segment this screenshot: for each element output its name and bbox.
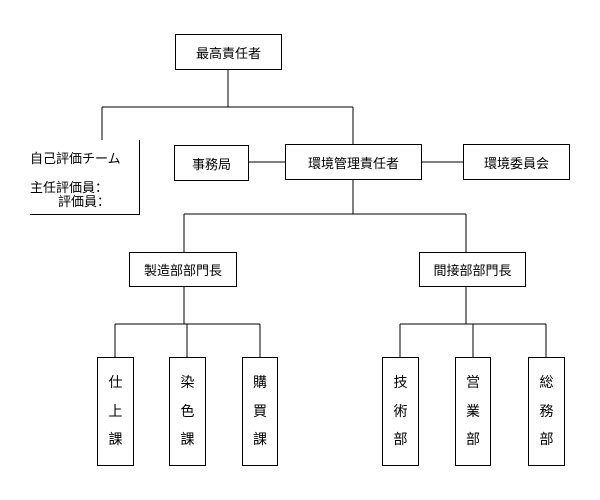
chief-evaluator-label: 主任評価員： [30,181,109,196]
section-koubai-char-1: 購 [253,375,267,392]
manufacturing-head-box: 製造部部門長 [129,252,237,287]
indirect-head-box: 間接部部門長 [419,252,526,287]
indirect-head-label: 間接部部門長 [433,264,512,279]
audit-team-title: 自己評価チーム [30,152,121,167]
section-shiage-char-1: 仕 [108,375,123,392]
committee-label: 環境委員会 [483,156,549,172]
section-koubai-box: 購 買 課 [242,357,278,466]
section-eigyou-char-1: 営 [466,375,480,392]
env-manager-label: 環境管理責任者 [307,156,399,172]
manufacturing-head-label: 製造部部門長 [143,264,222,279]
secretariat-label: 事務局 [191,157,231,173]
secretariat-box: 事務局 [174,145,249,181]
section-koubai-char-3: 課 [253,431,267,448]
section-soumu-char-2: 務 [539,403,554,420]
section-senshoku-char-2: 色 [180,403,195,420]
section-eigyou-char-2: 業 [466,403,480,420]
evaluator-label: 評価員： [58,195,111,210]
section-shiage-char-2: 上 [108,403,123,420]
section-koubai-char-2: 買 [253,403,267,420]
section-gijutsu-char-1: 技 [393,375,408,392]
top-manager-box: 最高責任者 [175,34,282,70]
section-eigyou-char-3: 部 [466,431,480,448]
top-manager-label: 最高責任者 [195,46,261,62]
section-gijutsu-box: 技 術 部 [382,357,419,466]
section-shiage-box: 仕 上 課 [97,357,134,466]
committee-box: 環境委員会 [463,144,570,180]
section-senshoku-box: 染 色 課 [169,357,206,466]
section-senshoku-char-1: 染 [180,375,195,392]
env-manager-box: 環境管理責任者 [285,144,422,180]
section-shiage-char-3: 課 [108,431,123,448]
section-soumu-box: 総 務 部 [528,357,565,466]
section-senshoku-char-3: 課 [180,431,195,448]
section-eigyou-box: 営 業 部 [455,357,491,466]
section-gijutsu-char-2: 術 [393,403,408,420]
section-soumu-char-3: 部 [539,431,554,448]
section-gijutsu-char-3: 部 [393,431,408,448]
audit-team-box: 自己評価チーム 主任評価員： 評価員： [30,140,140,215]
section-soumu-char-1: 総 [539,375,554,392]
